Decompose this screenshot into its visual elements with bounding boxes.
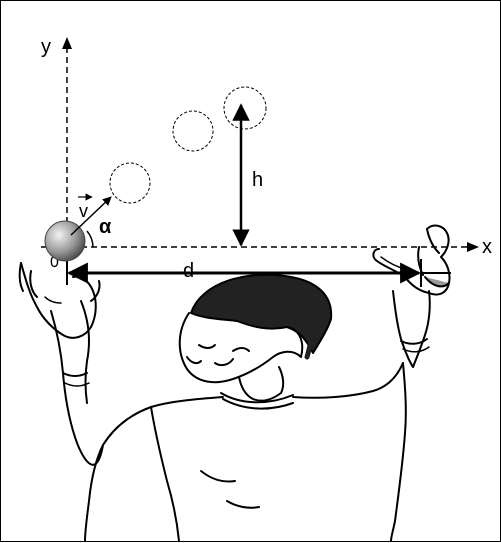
left-arm [50,310,104,466]
right-hand [372,224,451,296]
angle-label: α [99,216,112,238]
trajectory-ghost-1 [109,162,151,204]
angle-arc [86,230,94,248]
right-arm [392,290,414,368]
y-axis-arrowhead [62,37,72,49]
x-axis-arrowhead [467,242,479,252]
x-axis-label: x [482,236,492,258]
trajectory-ghost-3 [223,86,267,130]
velocity-vector [70,196,112,236]
torso-right [292,362,404,399]
neck [238,366,285,402]
trajectory-ghosts [109,86,267,204]
y-axis-label: y [41,36,51,58]
face [178,312,304,384]
left-hand [20,262,97,339]
distance-label: d [183,260,194,282]
person-illustration [18,224,451,542]
height-label: h [252,169,263,191]
origin-label: 0 [50,254,59,271]
axes [41,37,479,285]
trajectory-ghost-2 [172,110,214,152]
velocity-label: v [79,201,88,221]
